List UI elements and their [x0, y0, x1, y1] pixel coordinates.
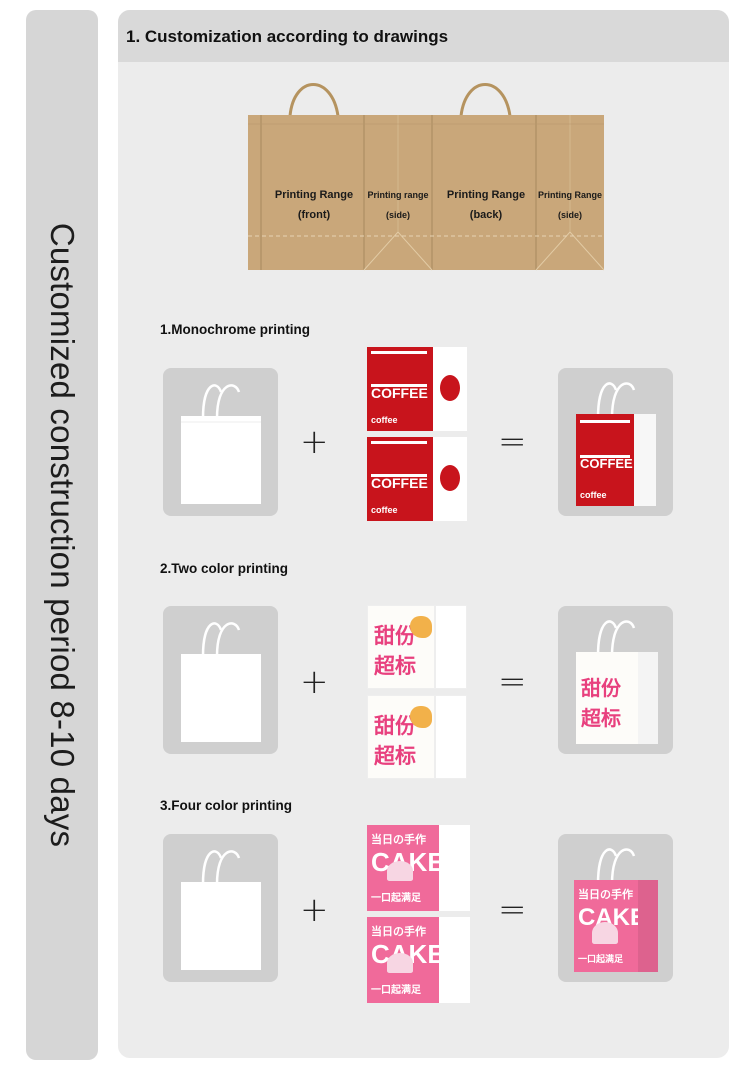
dessert-panel-side-2 — [435, 695, 467, 779]
plus-operator: + — [300, 422, 329, 462]
cake-top-1: 当日の手作 — [371, 833, 426, 846]
dessert-panel-front-1: 甜份 超标 — [367, 605, 435, 689]
coffee-small-2: coffee — [371, 505, 398, 515]
equals-operator: = — [498, 890, 527, 930]
side-band — [26, 10, 98, 1060]
white-paper-bag-icon — [181, 622, 261, 742]
section-title-two-color: 2.Two color printing — [160, 561, 288, 576]
kraft-bag-diagram: Printing Range (front) Printing range (s… — [248, 72, 604, 282]
coffee-bag-result-box: COFFEE coffee — [558, 368, 673, 516]
cake-artwork: 当日の手作 CAKE 一口起满足 当日の手作 CAKE 一口起满足 — [367, 825, 470, 1003]
dessert-chars1-1: 甜份 — [374, 624, 416, 648]
cake-bag-side — [638, 880, 658, 972]
croissant-icon — [410, 706, 432, 728]
plain-bag-box — [163, 606, 278, 754]
cake-bag-bottom: 一口起满足 — [578, 955, 624, 965]
range-front-line1: Printing Range — [274, 189, 354, 201]
equals-operator: = — [498, 422, 527, 462]
coffee-bag-front: COFFEE coffee — [576, 414, 634, 506]
dessert-chars2-1: 超标 — [374, 654, 416, 678]
coffee-bean-icon — [440, 375, 460, 401]
cake-bottom-1: 一口起满足 — [371, 893, 421, 904]
dessert-chars2-2: 超标 — [374, 744, 416, 768]
panel-title: 1. Customization according to drawings — [126, 27, 449, 46]
coffee-bag-stripe — [580, 420, 630, 458]
coffee-panel-side-1 — [433, 347, 467, 431]
cake-panel-front-1: 当日の手作 CAKE 一口起满足 — [367, 825, 445, 911]
section-title-monochrome: 1.Monochrome printing — [160, 322, 310, 337]
dessert-chars1-2: 甜份 — [374, 714, 416, 738]
coffee-panel-side-2 — [433, 437, 467, 521]
coffee-word-2: COFFEE — [371, 475, 428, 491]
cupcake-icon — [592, 922, 618, 944]
printing-range-back: Printing Range (back) — [434, 185, 538, 225]
content-panel: 1. Customization according to drawings P… — [118, 10, 729, 1058]
bag-handle-icon — [596, 620, 636, 657]
coffee-bag-side — [634, 414, 656, 506]
panel-header: 1. Customization according to drawings — [118, 10, 729, 62]
section-title-four-color: 3.Four color printing — [160, 798, 292, 813]
dessert-panel-side-1 — [435, 605, 467, 689]
cake-bag-top: 当日の手作 — [578, 888, 633, 901]
coffee-bean-icon — [440, 465, 460, 491]
range-front-line2: (front) — [297, 209, 331, 221]
coffee-small-1: coffee — [371, 415, 398, 425]
range-back-line2: (back) — [469, 209, 503, 221]
coffee-artwork: COFFEE coffee COFFEE coffee — [367, 347, 467, 521]
dessert-bag-front: 甜份 超标 — [576, 652, 638, 744]
cake-panel-front-2: 当日の手作 CAKE 一口起满足 — [367, 917, 445, 1003]
printing-range-side-right: Printing Range (side) — [536, 185, 604, 225]
cupcake-icon — [387, 861, 413, 881]
white-paper-bag-icon — [181, 850, 261, 970]
croissant-icon — [410, 616, 432, 638]
coffee-panel-front-2: COFFEE coffee — [367, 437, 433, 521]
cake-bottom-2: 一口起满足 — [371, 985, 421, 996]
dessert-bag-chars2: 超标 — [581, 706, 621, 730]
cake-panel-side-1 — [439, 825, 470, 911]
cake-panel-side-2 — [439, 917, 470, 1003]
printing-range-front: Printing Range (front) — [264, 185, 364, 225]
plus-operator: + — [300, 662, 329, 702]
range-side-left-line2: (side) — [385, 210, 410, 220]
coffee-stripe-1 — [371, 351, 427, 387]
cake-bag-result-box: 当日の手作 CAKE 一口起满足 — [558, 834, 673, 982]
coffee-word-1: COFFEE — [371, 385, 428, 401]
dessert-bag-side — [638, 652, 658, 744]
cake-top-2: 当日の手作 — [371, 925, 426, 938]
coffee-bag-word: COFFEE — [580, 456, 633, 471]
kraft-bag-drawing — [248, 83, 604, 271]
dessert-artwork: 甜份 超标 甜份 超标 — [367, 605, 467, 779]
white-paper-bag-icon — [181, 384, 261, 504]
bag-handle-icon — [596, 848, 636, 885]
plus-operator: + — [300, 890, 329, 930]
coffee-bag-small: coffee — [580, 490, 607, 500]
dessert-bag-chars1: 甜份 — [581, 676, 621, 700]
coffee-panel-front-1: COFFEE coffee — [367, 347, 433, 431]
range-back-line1: Printing Range — [446, 189, 526, 201]
range-side-right-line1: Printing Range — [537, 190, 602, 200]
plain-bag-box — [163, 368, 278, 516]
range-side-left-line1: Printing range — [367, 190, 429, 200]
equals-operator: = — [498, 662, 527, 702]
range-side-right-line2: (side) — [557, 210, 582, 220]
dessert-bag-result-box: 甜份 超标 — [558, 606, 673, 754]
coffee-stripe-2 — [371, 441, 427, 477]
cake-bag-front: 当日の手作 CAKE 一口起满足 — [574, 880, 646, 972]
plain-bag-box — [163, 834, 278, 982]
dessert-panel-front-2: 甜份 超标 — [367, 695, 435, 779]
bag-handle-icon — [596, 382, 636, 419]
printing-range-side-left: Printing range (side) — [364, 185, 432, 225]
cupcake-icon — [387, 953, 413, 973]
side-label: Customized construction period 8-10 days — [44, 222, 81, 848]
